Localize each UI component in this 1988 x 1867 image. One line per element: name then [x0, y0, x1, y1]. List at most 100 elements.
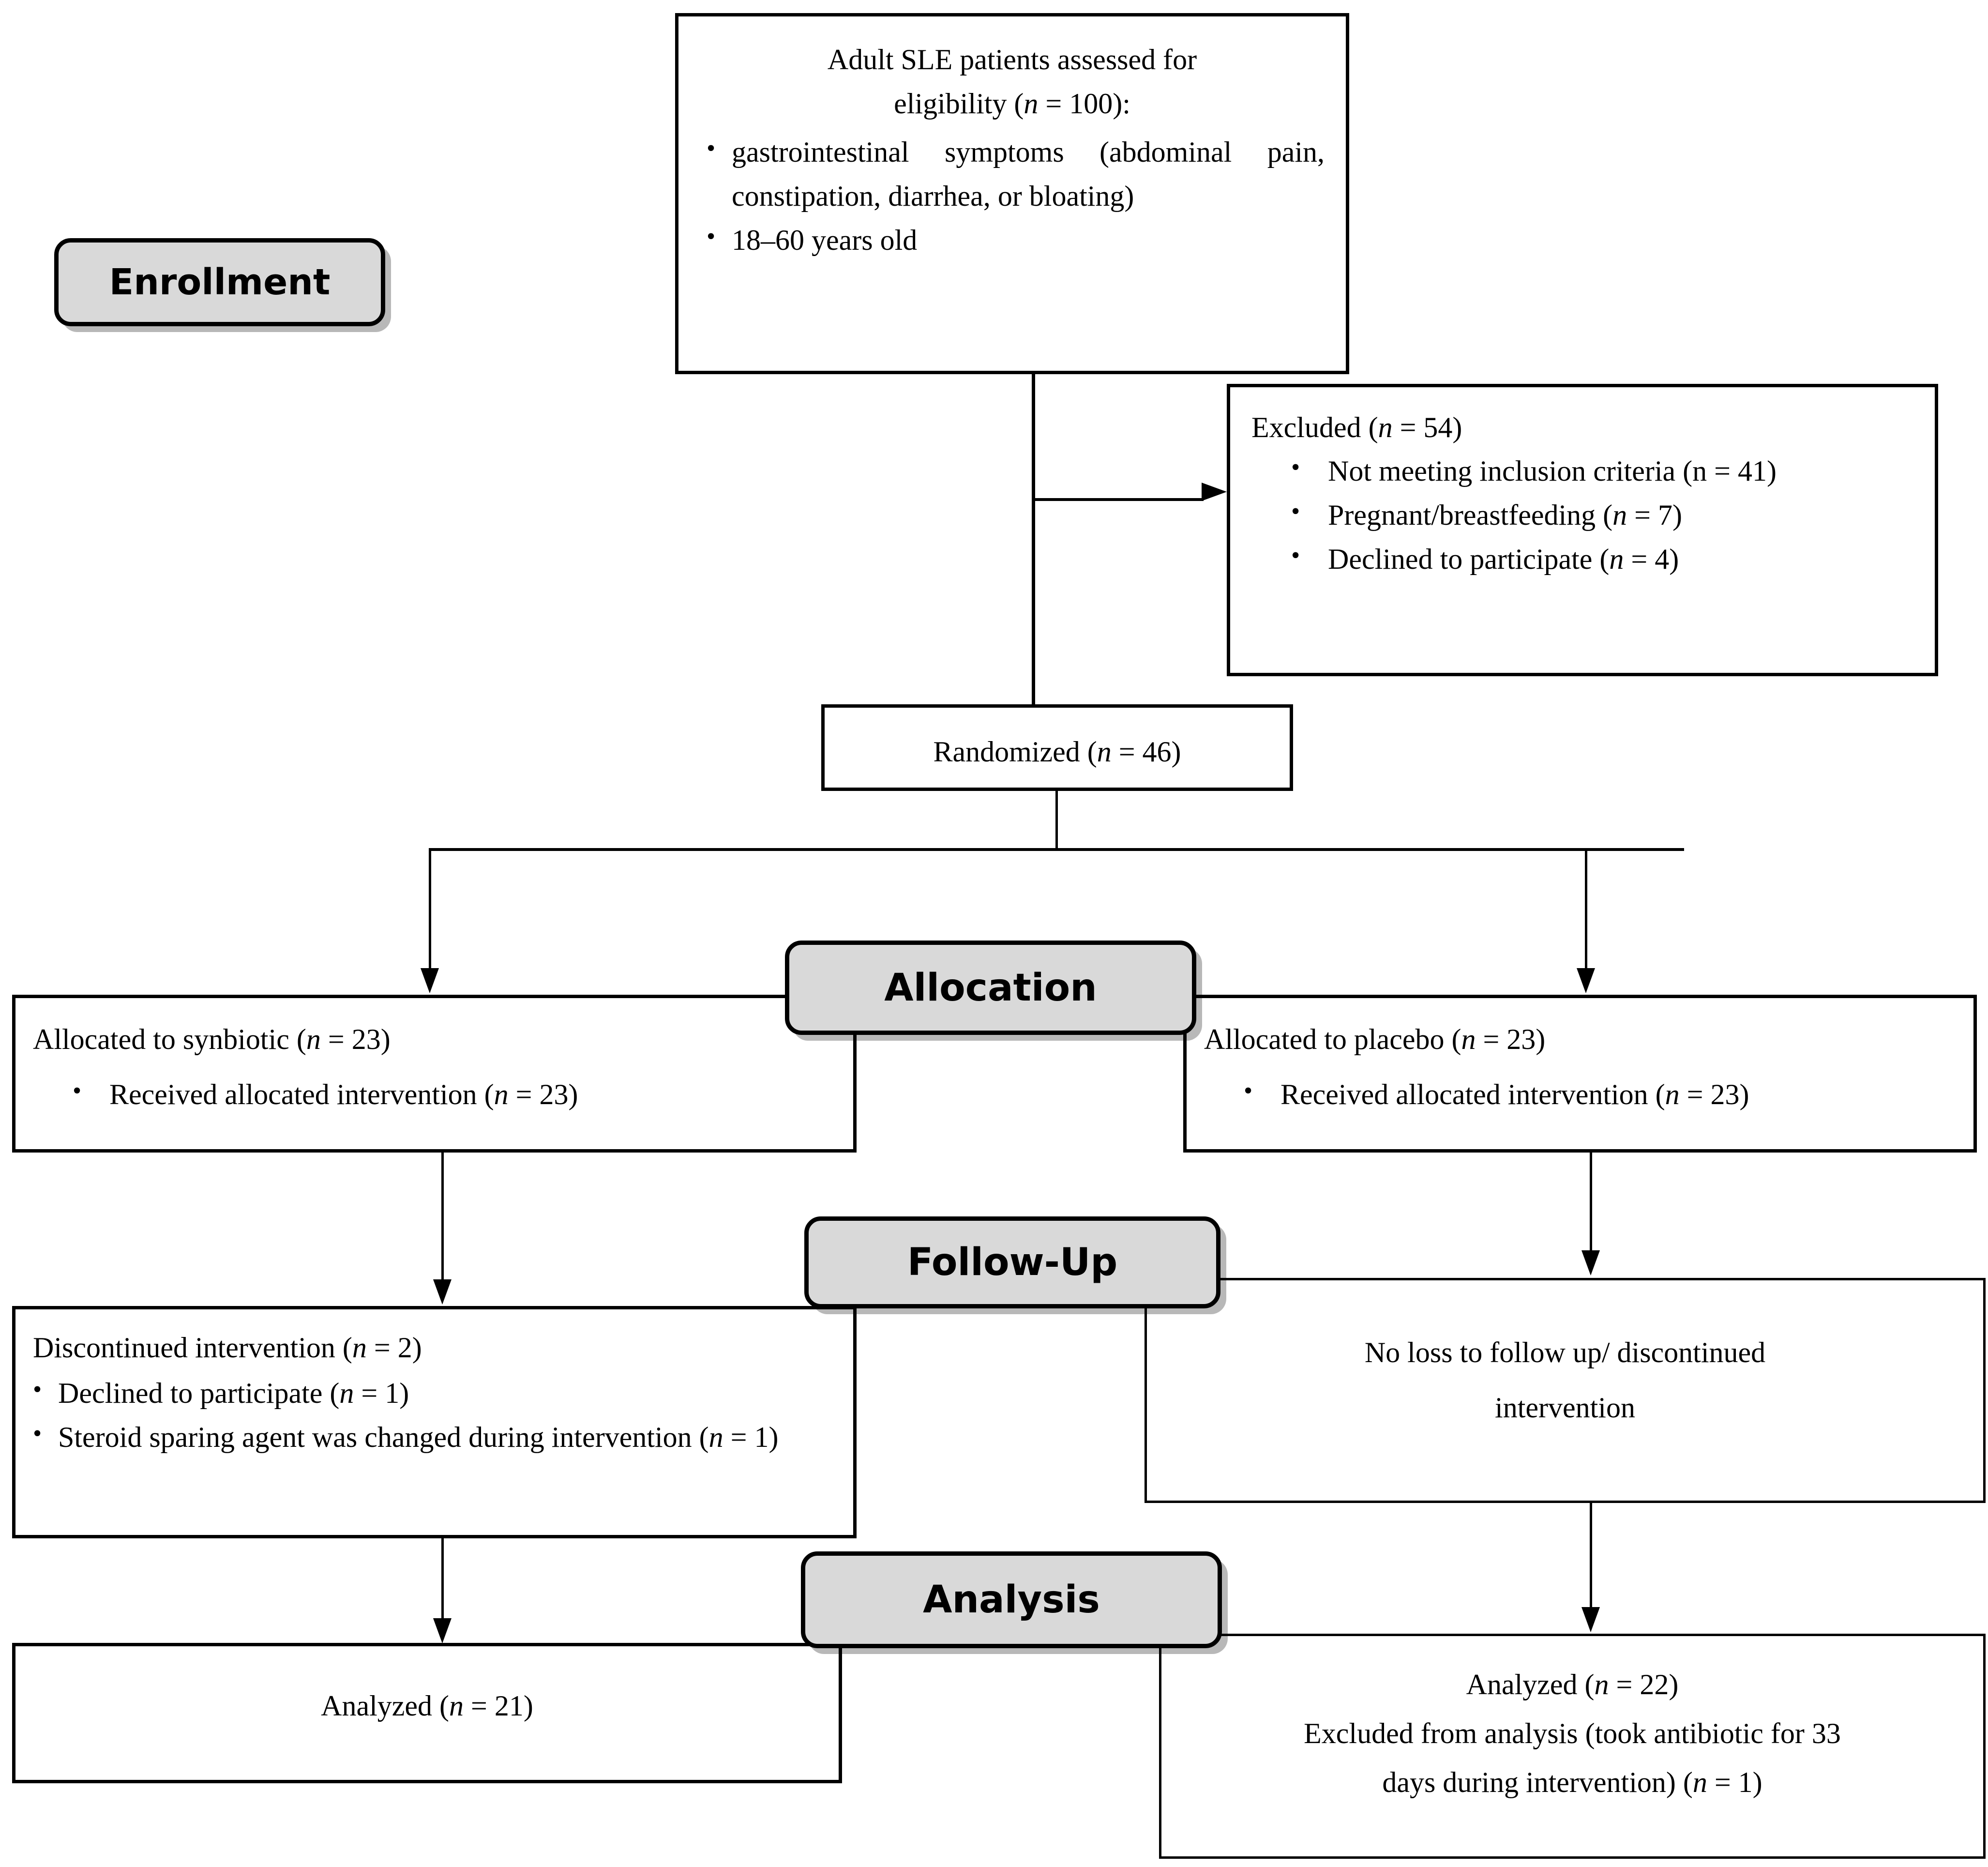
analysis-left-post: = 21): [464, 1690, 533, 1722]
connector-alloc-left-to-followup: [441, 1153, 444, 1279]
allocation-left-heading-pre: Allocated to synbiotic (: [33, 1023, 306, 1055]
analysis-right-line1: Analyzed (n = 22): [1174, 1660, 1971, 1709]
arrow-split-right-icon: [1577, 968, 1595, 993]
eligibility-heading: Adult SLE patients assessed for eligibil…: [708, 38, 1316, 126]
allocation-left-heading-post: = 23): [320, 1023, 391, 1055]
allocation-right-box: Allocated to placebo (n = 23) Received a…: [1183, 995, 1977, 1153]
followup-right-line2: intervention: [1495, 1392, 1635, 1424]
analysis-right-line3-n-symbol: n: [1692, 1766, 1707, 1798]
analysis-right-line1-pre: Analyzed (: [1466, 1669, 1595, 1700]
randomized-n-symbol: n: [1097, 736, 1112, 768]
analysis-right-line3: days during intervention) (n = 1): [1174, 1758, 1971, 1807]
analysis-left-pre: Analyzed (: [321, 1690, 450, 1722]
excluded-heading-pre: Excluded (: [1251, 411, 1378, 443]
eligibility-box: Adult SLE patients assessed for eligibil…: [675, 13, 1349, 374]
eligibility-heading-line2: eligibility (n = 100):: [708, 82, 1316, 126]
excluded-bullet-pre: Pregnant/breastfeeding (: [1328, 499, 1613, 531]
eligibility-bullet-item: 18–60 years old: [700, 217, 1325, 262]
followup-left-heading-pre: Discontinued intervention (: [33, 1332, 352, 1364]
connector-to-excluded: [1035, 498, 1204, 501]
excluded-bullet-post: = 4): [1624, 543, 1679, 576]
followup-left-bullet2-pre: Steroid sparing agent was changed during…: [58, 1421, 709, 1454]
followup-right-box: No loss to follow up/ discontinued inter…: [1145, 1278, 1986, 1503]
eligibility-heading-n-symbol: n: [1024, 88, 1039, 120]
followup-left-heading-n-symbol: n: [352, 1332, 367, 1364]
excluded-heading: Excluded (n = 54): [1251, 406, 1920, 450]
excluded-bullet-pre: Declined to participate (: [1328, 543, 1610, 576]
stage-label-followup-text: Follow-Up: [907, 1241, 1118, 1284]
followup-left-heading-post: = 2): [366, 1332, 422, 1364]
allocation-right-heading-pre: Allocated to placebo (: [1204, 1023, 1461, 1055]
arrow-followup-left-to-analysis-icon: [433, 1618, 452, 1643]
allocation-left-bullet-n-symbol: n: [494, 1078, 509, 1110]
connector-split-left-drop: [429, 848, 431, 968]
connector-split-bar: [429, 848, 1684, 851]
eligibility-bullet-list: gastrointestinal symptoms (abdominal pai…: [700, 129, 1325, 263]
followup-left-bullet2-post: = 1): [723, 1421, 779, 1454]
arrow-to-excluded-icon: [1202, 483, 1227, 501]
allocation-left-box: Allocated to synbiotic (n = 23) Received…: [12, 995, 857, 1153]
allocation-left-bullet-item: Received allocated intervention (n = 23): [26, 1072, 843, 1117]
eligibility-heading-pre: eligibility (: [894, 88, 1024, 120]
connector-followup-left-to-analysis: [441, 1538, 444, 1618]
excluded-bullet-n-symbol: n: [1612, 499, 1627, 531]
excluded-bullet-item: Declined to participate (n = 4): [1245, 536, 1918, 581]
allocation-right-heading-n-symbol: n: [1461, 1023, 1476, 1055]
allocation-left-bullet-post: = 23): [508, 1078, 578, 1110]
analysis-right-line1-post: = 22): [1609, 1669, 1679, 1700]
stage-label-allocation-text: Allocation: [884, 966, 1097, 1010]
connector-alloc-right-to-followup: [1590, 1153, 1592, 1250]
arrow-alloc-left-to-followup-icon: [433, 1279, 452, 1305]
analysis-right-line2: Excluded from analysis (took antibiotic …: [1304, 1717, 1841, 1749]
allocation-left-heading-n-symbol: n: [306, 1023, 321, 1055]
eligibility-heading-line1: Adult SLE patients assessed for: [827, 44, 1197, 76]
stage-label-enrollment: Enrollment: [54, 238, 385, 326]
allocation-left-bullet-pre: Received allocated intervention (: [109, 1078, 494, 1110]
analysis-right-line1-n-symbol: n: [1594, 1669, 1609, 1700]
arrow-alloc-right-to-followup-icon: [1581, 1250, 1600, 1275]
arrow-followup-right-to-analysis-icon: [1581, 1607, 1600, 1632]
stage-label-enrollment-text: Enrollment: [109, 261, 331, 303]
followup-right-text: No loss to follow up/ discontinued inter…: [1166, 1325, 1964, 1435]
allocation-right-bullet-post: = 23): [1679, 1078, 1749, 1110]
followup-left-bullet2-n-symbol: n: [708, 1421, 723, 1454]
followup-left-bullet-item: Steroid sparing agent was changed during…: [26, 1414, 841, 1459]
excluded-heading-n-symbol: n: [1378, 411, 1393, 443]
randomized-box: Randomized (n = 46): [821, 704, 1293, 791]
followup-left-bullet-list: Declined to participate (n = 1) Steroid …: [26, 1370, 841, 1459]
followup-left-heading: Discontinued intervention (n = 2): [33, 1326, 843, 1370]
stage-label-analysis-text: Analysis: [923, 1578, 1100, 1622]
followup-left-bullet1-pre: Declined to participate (: [58, 1377, 340, 1409]
excluded-bullet-n-symbol: n: [1609, 543, 1624, 576]
excluded-bullet-item: Pregnant/breastfeeding (n = 7): [1245, 492, 1918, 537]
allocation-right-bullet-n-symbol: n: [1665, 1078, 1680, 1110]
eligibility-bullet-item: gastrointestinal symptoms (abdominal pai…: [700, 129, 1325, 218]
stage-label-followup: Follow-Up: [804, 1216, 1220, 1308]
connector-followup-right-to-analysis: [1590, 1503, 1592, 1607]
arrow-split-left-icon: [421, 968, 439, 993]
excluded-bullet-list: Not meeting inclusion criteria (n = 41) …: [1245, 448, 1918, 582]
connector-eligibility-spine: [1032, 374, 1035, 705]
allocation-right-heading: Allocated to placebo (n = 23): [1204, 1017, 1964, 1062]
allocation-right-bullet-item: Received allocated intervention (n = 23): [1197, 1072, 1968, 1117]
connector-split-right-drop: [1585, 848, 1587, 968]
analysis-right-line3-pre: days during intervention) (: [1382, 1766, 1693, 1798]
excluded-bullet-post: = 7): [1627, 499, 1682, 531]
followup-left-bullet-item: Declined to participate (n = 1): [26, 1370, 841, 1415]
analysis-left-box: Analyzed (n = 21): [12, 1643, 842, 1783]
followup-right-line1: No loss to follow up/ discontinued: [1364, 1336, 1766, 1368]
excluded-heading-post: = 54): [1392, 411, 1462, 443]
allocation-right-bullet-list: Received allocated intervention (n = 23): [1197, 1072, 1968, 1117]
followup-left-bullet1-post: = 1): [354, 1377, 409, 1409]
analysis-left-text: Analyzed (n = 21): [25, 1684, 829, 1728]
analysis-right-line3-post: = 1): [1707, 1766, 1762, 1798]
analysis-right-box: Analyzed (n = 22) Excluded from analysis…: [1159, 1634, 1986, 1859]
analysis-right-text: Analyzed (n = 22) Excluded from analysis…: [1174, 1660, 1971, 1806]
allocation-left-bullet-list: Received allocated intervention (n = 23): [26, 1072, 843, 1117]
followup-left-box: Discontinued intervention (n = 2) Declin…: [12, 1306, 857, 1538]
randomized-post: = 46): [1111, 736, 1181, 768]
followup-left-bullet1-n-symbol: n: [339, 1377, 354, 1409]
eligibility-heading-post: = 100):: [1038, 88, 1130, 120]
allocation-right-heading-post: = 23): [1476, 1023, 1546, 1055]
